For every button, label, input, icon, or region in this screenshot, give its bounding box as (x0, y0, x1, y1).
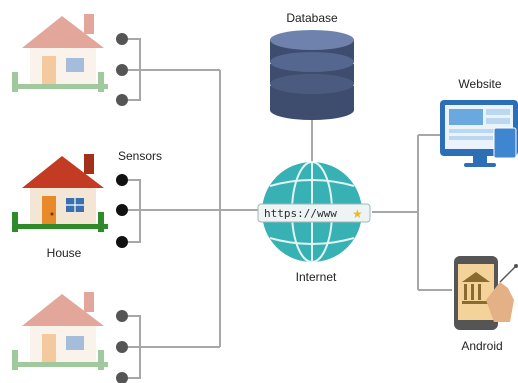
sensor-dot (116, 372, 128, 383)
house-faded-icon (12, 292, 108, 370)
monitor-icon (440, 100, 518, 167)
android-label: Android (461, 339, 502, 353)
connection-lines (122, 38, 452, 379)
sensor-dot (116, 204, 128, 216)
sensors-label: Sensors (118, 149, 162, 163)
phone-icon (454, 256, 518, 330)
sensor-dots (116, 33, 128, 383)
sensor-dot (116, 64, 128, 76)
sensor-dot (116, 33, 128, 45)
sensor-dot (116, 94, 128, 106)
database-label: Database (286, 11, 338, 25)
sensor-dot (116, 236, 128, 248)
house-faded-icon (12, 14, 108, 92)
sensor-dot (116, 310, 128, 322)
house-label: House (47, 246, 82, 260)
website-label: Website (458, 77, 501, 91)
url-text: https://www (264, 207, 337, 220)
database-icon (270, 30, 354, 120)
house-icon (12, 154, 108, 232)
sensor-dot (116, 341, 128, 353)
star-icon: ★ (352, 207, 363, 221)
sensor-dot (116, 174, 128, 186)
url-bar: https://www ★ (257, 203, 371, 223)
internet-label: Internet (296, 270, 337, 284)
